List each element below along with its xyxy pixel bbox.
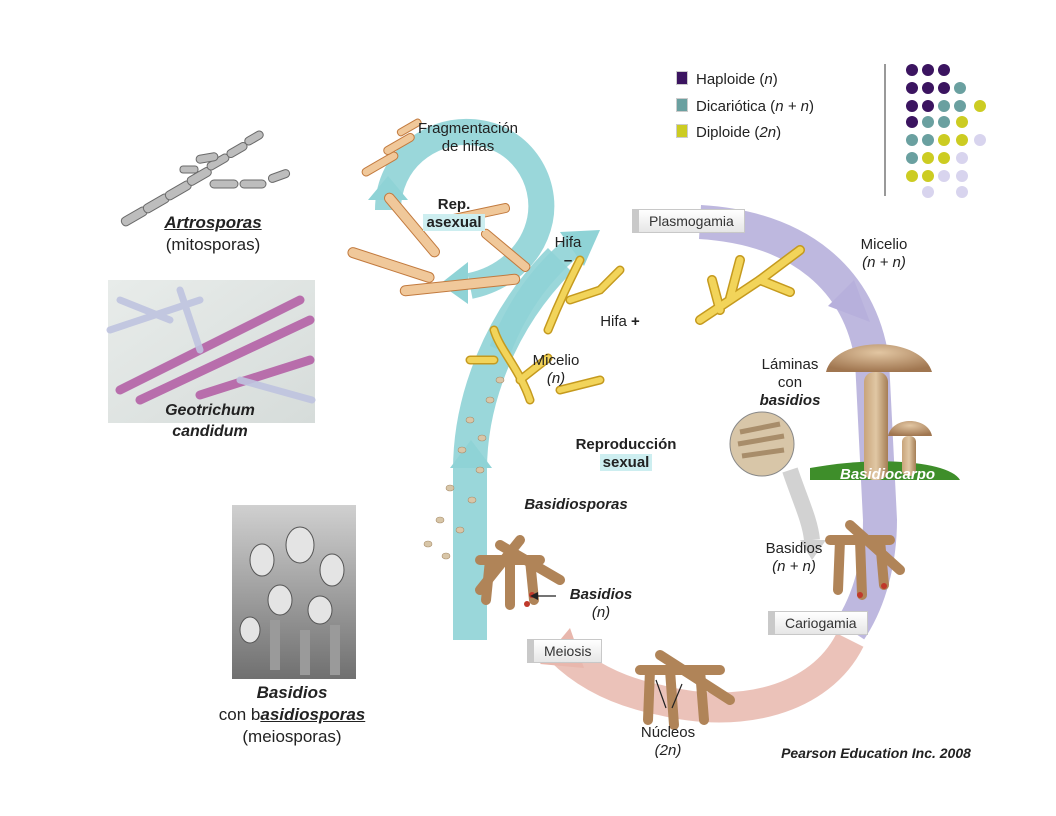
legend-haploid-close: ) (772, 71, 778, 88)
gills-line-2: con (777, 374, 803, 391)
dikaryotic-swatch (676, 98, 688, 112)
basidia-dikaryotic-cluster (825, 520, 905, 600)
legend-haploid-var: n (764, 71, 773, 88)
legend-haploid-label: Haploide ( (696, 71, 765, 88)
arthrospores-caption: Artrosporas (mitosporas) (132, 212, 294, 256)
basidia-caption-emph: asidiosporas (260, 705, 366, 724)
geotrichum-photo (106, 280, 316, 423)
haploid-mycelium-label: Micelio (n) (522, 352, 590, 388)
basidios-n-line-2: (n) (591, 604, 611, 621)
legend-haploid: Haploide (n) (676, 71, 778, 89)
diploid-swatch (676, 124, 688, 138)
plasmogamy-stage: Plasmogamia (632, 209, 745, 233)
hypha-minus-text: Hifa (554, 234, 582, 251)
hypha-plus-text: Hifa (600, 313, 632, 330)
dikaryotic-cycle-arrow (698, 205, 898, 640)
diploid-cycle-arrow (549, 632, 864, 723)
basidia-caption-line-1: Basidios (256, 683, 328, 702)
reproduction-line-2: sexual (599, 454, 653, 471)
karyogamy-stage: Cariogamia (768, 611, 868, 635)
basidia-haploid-cluster (475, 535, 565, 610)
geotrichum-line-1: Geotrichum (165, 402, 255, 419)
credit-label: Pearson Education Inc. 2008 (781, 745, 971, 761)
geotrichum-line-2: candidum (172, 423, 248, 440)
sexual-reproduction-label: Reproducción sexual (568, 436, 684, 472)
nuclei-dot-matrix (906, 64, 986, 198)
reproduction-line-1: Reproducción (575, 436, 677, 453)
basidia-sem-photo (232, 505, 356, 679)
nuclei-line-1: Núcleos (640, 724, 696, 741)
basidia-caption-prefix: con b (218, 705, 261, 724)
plus-sign: + (631, 313, 640, 330)
legend-diploid-label: Diploide ( (696, 124, 760, 141)
dikaryotic-mycelium-label: Micelio (n + n) (846, 236, 922, 272)
basidiocarp (729, 344, 960, 480)
basidia-diploid-cluster (635, 650, 735, 730)
nuclei-label: Núcleos (2n) (626, 724, 710, 760)
micelio-n-line-1: Micelio (532, 352, 580, 369)
basidia-formation-arrow (782, 467, 820, 542)
haploid-arrowhead (450, 440, 492, 468)
legend-diploid-close: ) (776, 124, 782, 141)
rep-line-1: Rep. (437, 196, 471, 213)
asexual-reproduction-label: Rep. asexual (412, 196, 496, 232)
gills-line-3: basidios (759, 392, 821, 409)
legend-diploid: Diploide (2n) (676, 124, 781, 142)
basidios-nn-line-2: (n + n) (772, 558, 816, 575)
meiospores-line: (meiosporas) (242, 727, 342, 746)
basidiocarp-label: Basidiocarpo (840, 466, 936, 483)
basidios-n-line-1: Basidios (569, 586, 633, 603)
fragmentation-label: Fragmentación de hifas (398, 120, 538, 156)
arthrospore-chain (120, 130, 291, 227)
meiosis-label: Meiosis (544, 643, 592, 659)
rep-line-2: asexual (423, 214, 485, 231)
legend-dikaryotic-close: ) (808, 98, 814, 115)
dikaryotic-arrowhead (828, 280, 870, 322)
arthrospores-title: Artrosporas (164, 213, 262, 232)
mitospores-subtitle: (mitosporas) (165, 235, 261, 254)
gills-line-1: Láminas (761, 356, 819, 373)
micelio-n-line-2: (n) (546, 370, 566, 387)
legend-dikaryotic: Dicariótica (n + n) (676, 98, 814, 116)
micelio-nn-line-2: (n + n) (862, 254, 906, 271)
legend-diploid-var: 2n (759, 124, 777, 141)
geotrichum-caption: Geotrichum candidum (150, 400, 270, 442)
basidios-nn-line-1: Basidios (765, 540, 823, 557)
hypha-plus-label: Hifa + (592, 313, 648, 331)
haploid-swatch (676, 71, 688, 85)
legend-dikaryotic-label: Dicariótica ( (696, 98, 776, 115)
meiosis-stage: Meiosis (527, 639, 603, 663)
fragmentation-line-2: de hifas (441, 138, 495, 155)
legend-dikaryotic-var: n + n (775, 98, 809, 115)
minus-sign: – (563, 252, 573, 269)
nuclei-line-2: (2n) (654, 742, 682, 759)
dikaryotic-basidia-label: Basidios (n + n) (752, 540, 836, 576)
micelio-nn-line-1: Micelio (860, 236, 908, 253)
spore-trail (423, 376, 505, 560)
hypha-minus-label: Hifa – (546, 234, 590, 270)
plasmogamy-label: Plasmogamia (649, 213, 734, 229)
basidia-photo-caption: Basidios con basidiosporas (meiosporas) (184, 682, 400, 748)
gills-label: Láminas con basidios (744, 356, 836, 410)
fragmentation-line-1: Fragmentación (417, 120, 519, 137)
haploid-basidia-label: Basidios (n) (556, 586, 646, 622)
basidiospores-label: Basidiosporas (524, 496, 628, 513)
karyogamy-label: Cariogamia (785, 615, 857, 631)
